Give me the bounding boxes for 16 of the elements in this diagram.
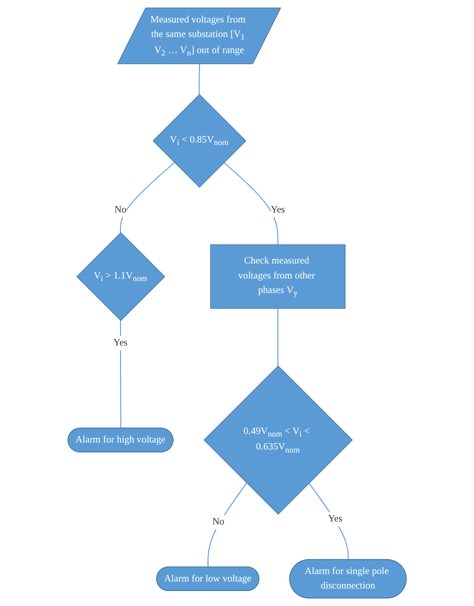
- edge-label: No: [114, 204, 126, 215]
- edge-label: Yes: [328, 514, 342, 524]
- node-diamond: V$_{i}$ < 0.85V$_{nom}$: [152, 94, 246, 188]
- connector: [223, 162, 278, 246]
- connector: [308, 482, 349, 560]
- node-box: Check measured voltages from other phases V$_{y}$: [210, 244, 346, 309]
- connector: [198, 64, 200, 95]
- edge-label: No: [212, 516, 224, 528]
- connector: [120, 320, 122, 429]
- connector: [207, 482, 248, 568]
- edge-label: Yes: [270, 204, 285, 215]
- edge-label: Yes: [113, 338, 128, 348]
- connector: [120, 162, 175, 234]
- node-diamond: 0.49V$_{nom}$ < V$_{i}$ < 0.635V$_{nom}$: [203, 365, 353, 515]
- node-diamond: V$_{i}$ > 1.1V$_{nom}$: [76, 232, 166, 321]
- connector: [277, 308, 278, 366]
